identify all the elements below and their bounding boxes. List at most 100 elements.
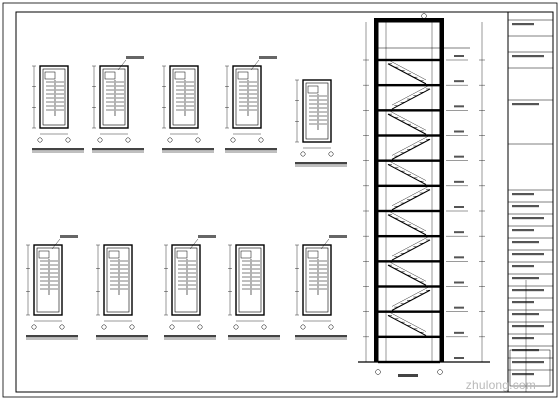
title-block-text-mark	[512, 205, 539, 208]
section-handrail	[387, 160, 427, 181]
plan-wall-outer	[103, 244, 133, 316]
plan-wall-inner	[36, 247, 60, 313]
section-caption-mark	[398, 374, 418, 377]
plan-door	[237, 71, 249, 80]
title-block-text-mark	[512, 253, 544, 256]
title-block-text-mark	[512, 325, 544, 328]
plan-caption-mark	[228, 335, 280, 338]
stair-plan-6	[26, 235, 78, 340]
section-wall-left	[374, 22, 378, 362]
stair-plan-10	[295, 235, 347, 340]
section-level-mark	[454, 105, 464, 108]
plan-leader	[189, 238, 199, 250]
plan-caption-mark	[295, 335, 347, 338]
plan-leader	[117, 59, 127, 71]
plan-axis-bubble	[328, 324, 334, 330]
section-floor-slab	[378, 234, 440, 238]
title-block-text-mark	[512, 313, 539, 316]
plan-axis-bubble	[300, 151, 306, 157]
title-block-text-mark	[512, 277, 539, 280]
title-block-text-mark	[512, 301, 534, 304]
stair-plan-4	[225, 56, 277, 153]
title-block-text-mark	[512, 217, 544, 220]
plan-wall-inner	[172, 68, 196, 126]
plan-axis-bubble	[197, 324, 203, 330]
plan-caption-mark	[92, 148, 144, 151]
plan-door	[108, 250, 120, 259]
plan-door	[240, 250, 252, 259]
section-axis-bubble	[437, 369, 443, 375]
stair-plan-7	[96, 244, 148, 340]
stair-plan-9	[228, 244, 280, 340]
plan-wall-outer	[99, 65, 129, 129]
section-handrail	[387, 210, 427, 232]
plan-wall-outer	[302, 244, 332, 316]
plan-note-mark	[126, 56, 144, 59]
plan-axis-bubble	[261, 324, 267, 330]
plan-wall-outer	[302, 79, 332, 143]
section-floor-slab	[378, 184, 440, 188]
stair-plan-5	[295, 79, 347, 167]
plan-axis-bubble	[195, 137, 201, 143]
title-block-text-mark	[512, 373, 534, 376]
plan-axis-bubble	[233, 324, 239, 330]
section-floor-slab	[378, 285, 440, 288]
watermark-text: zhulong.com	[465, 378, 536, 392]
section-floor-slab	[378, 260, 440, 263]
plan-leader	[250, 59, 260, 71]
section-level-mark	[454, 357, 464, 359]
plan-wall-outer	[232, 65, 262, 129]
section-floor-slab	[378, 335, 440, 339]
plan-axis-bubble	[169, 324, 175, 330]
plan-wall-inner	[238, 247, 262, 313]
plan-axis-bubble	[101, 324, 107, 330]
plan-wall-inner	[235, 68, 259, 126]
plan-door	[44, 71, 56, 80]
section-level-mark	[454, 331, 464, 334]
section-floor-slab	[378, 134, 440, 137]
section-handrail	[391, 286, 431, 307]
section-floor-slab	[378, 209, 440, 213]
section-level-mark	[454, 55, 464, 57]
section-level-mark	[454, 256, 464, 259]
plan-note-mark	[329, 235, 347, 238]
plan-door	[176, 250, 188, 259]
stair-plan-2	[92, 56, 144, 153]
plan-door	[38, 250, 50, 259]
plan-wall-inner	[305, 82, 329, 140]
plan-caption-mark	[32, 148, 84, 151]
stair-plan-3	[162, 65, 214, 153]
section-axis-bubble	[375, 369, 381, 375]
section-floor-slab	[378, 159, 440, 162]
plan-caption-mark	[295, 162, 347, 165]
plan-note-mark	[60, 235, 78, 238]
title-block	[507, 11, 554, 393]
plan-caption-mark	[96, 335, 148, 338]
plan-door	[307, 85, 319, 94]
plan-caption-mark	[162, 148, 214, 151]
title-block-text-mark	[512, 265, 534, 268]
plan-axis-bubble	[230, 137, 236, 143]
plan-wall-inner	[106, 247, 130, 313]
plan-wall-inner	[305, 247, 329, 313]
section-level-mark	[454, 80, 464, 83]
plan-note-mark	[198, 235, 216, 238]
section-handrail	[387, 59, 427, 81]
plan-wall-outer	[33, 244, 63, 316]
plan-axis-bubble	[97, 137, 103, 143]
section-level-mark	[454, 206, 464, 208]
section-floor-slab	[378, 109, 440, 112]
section-axis-bubble	[421, 13, 427, 19]
section-handrail	[387, 311, 427, 332]
section-level-mark	[454, 281, 464, 284]
plan-axis-bubble	[258, 137, 264, 143]
plan-axis-bubble	[37, 137, 43, 143]
plan-wall-inner	[42, 68, 66, 126]
plan-caption-mark	[164, 335, 216, 338]
stair-floor-plans	[26, 56, 347, 340]
title-block-text-mark	[512, 229, 534, 232]
section-handrail	[387, 260, 427, 282]
section-roof	[374, 18, 444, 22]
section-level-mark	[454, 231, 464, 234]
title-block-text-mark	[512, 241, 539, 244]
